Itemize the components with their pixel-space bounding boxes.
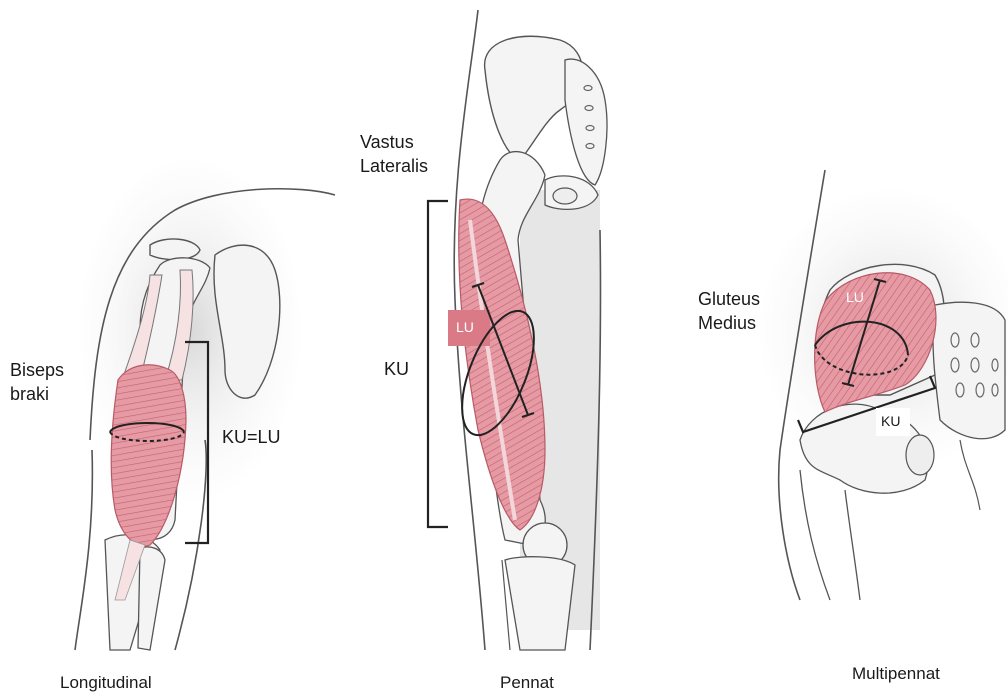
hip-figure <box>760 170 1008 600</box>
vastus-label-line1: Vastus <box>360 130 428 154</box>
ku-label-multipennate: KU <box>881 413 900 429</box>
caption-longitudinal: Longitudinal <box>60 673 152 693</box>
biceps-label: Biseps braki <box>10 358 64 406</box>
caption-pennat: Pennat <box>500 673 554 693</box>
arm-figure <box>75 160 335 650</box>
gluteus-label-line1: Gluteus <box>698 287 760 311</box>
gluteus-label-line2: Medius <box>698 311 760 335</box>
biceps-label-line1: Biseps <box>10 358 64 382</box>
thigh-figure <box>428 10 607 650</box>
lu-label-pennate: LU <box>456 319 474 335</box>
lu-label-multipennate: LU <box>846 289 864 305</box>
ku-equals-lu-label: KU=LU <box>222 425 281 449</box>
ku-label-pennate: KU <box>384 357 409 381</box>
caption-multipennat: Multipennat <box>852 664 940 684</box>
biceps-label-line2: braki <box>10 382 64 406</box>
vastus-lateralis-label: Vastus Lateralis <box>360 130 428 178</box>
vastus-label-line2: Lateralis <box>360 154 428 178</box>
gluteus-medius-label: Gluteus Medius <box>698 287 760 335</box>
